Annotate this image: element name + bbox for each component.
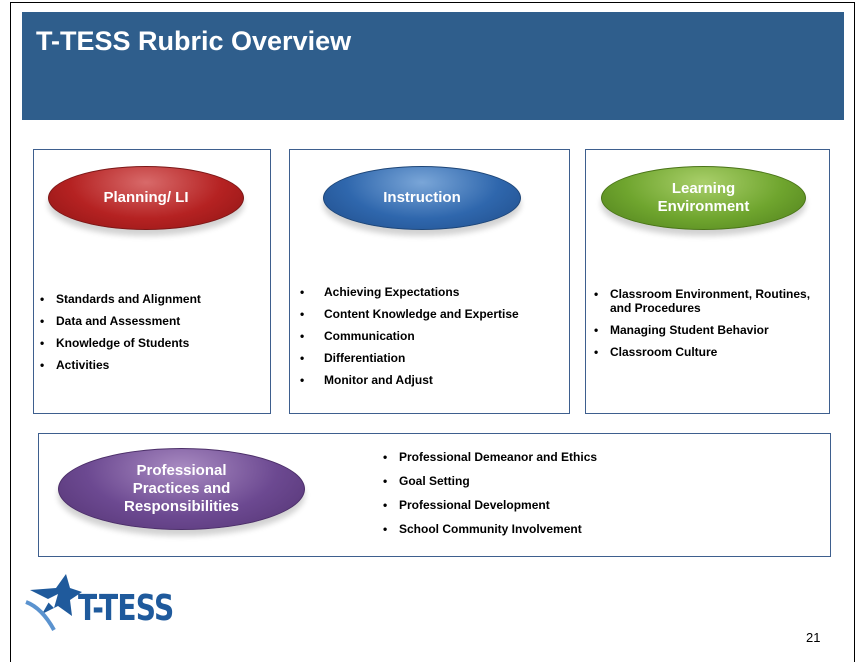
domain-label-professional-practices: Professional Practices and Responsibilit… (123, 462, 240, 515)
list-item: Content Knowledge and Expertise (300, 307, 565, 321)
slide-title: T-TESS Rubric Overview (36, 26, 352, 56)
domain-list-learning-environment: Classroom Environment, Routines, and Pro… (594, 287, 824, 367)
domain-oval-planning: Planning/ LI (48, 166, 244, 230)
logo-wordmark: T-TESS (78, 588, 174, 629)
domain-list-instruction: Achieving Expectations Content Knowledge… (300, 285, 565, 395)
domain-oval-professional-practices: Professional Practices and Responsibilit… (58, 448, 305, 530)
list-item: Managing Student Behavior (594, 323, 824, 337)
list-item: Communication (300, 329, 565, 343)
list-item: Standards and Alignment (40, 292, 265, 306)
domain-label-instruction: Instruction (383, 189, 461, 206)
title-banner (22, 12, 844, 120)
list-item: School Community Involvement (383, 522, 813, 536)
domain-label-learning-environment: Learning Environment (657, 180, 750, 215)
list-item: Classroom Culture (594, 345, 824, 359)
domain-oval-learning-environment: Learning Environment (601, 166, 806, 230)
page-number: 21 (806, 630, 821, 645)
list-item: Professional Demeanor and Ethics (383, 450, 813, 464)
slide-frame (10, 2, 855, 662)
domain-list-professional-practices: Professional Demeanor and Ethics Goal Se… (383, 450, 813, 546)
list-item: Professional Development (383, 498, 813, 512)
list-item: Knowledge of Students (40, 336, 265, 350)
list-item: Monitor and Adjust (300, 373, 565, 387)
domain-list-planning: Standards and Alignment Data and Assessm… (40, 292, 265, 380)
list-item: Goal Setting (383, 474, 813, 488)
domain-label-planning: Planning/ LI (103, 189, 189, 206)
domain-oval-instruction: Instruction (323, 166, 521, 230)
list-item: Achieving Expectations (300, 285, 565, 299)
list-item: Classroom Environment, Routines, and Pro… (594, 287, 824, 315)
list-item: Differentiation (300, 351, 565, 365)
list-item: Activities (40, 358, 265, 372)
list-item: Data and Assessment (40, 314, 265, 328)
t-tess-logo-icon (25, 574, 82, 631)
